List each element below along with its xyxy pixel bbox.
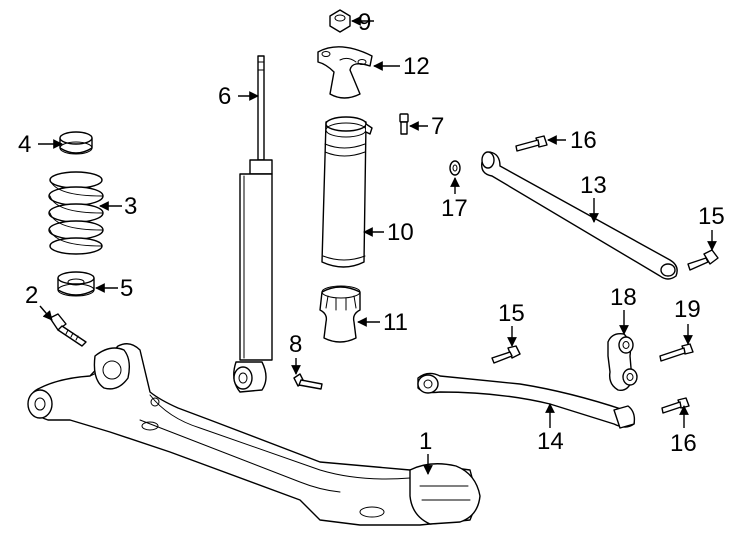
callout-18: 18: [610, 284, 637, 311]
bolt-7: [399, 113, 409, 135]
upper-shock-mount: [317, 46, 373, 99]
callout-15-lower: 15: [498, 300, 525, 327]
callout-5: 5: [120, 275, 133, 302]
bolt-2: [49, 313, 87, 347]
nut-9: [329, 9, 351, 33]
shock-absorber: [233, 55, 273, 393]
control-rod-14: [417, 372, 636, 429]
callout-16-lower: 16: [670, 430, 697, 457]
coil-spring: [48, 171, 104, 255]
leader-lines: [38, 16, 717, 475]
bolt-15-right: [687, 249, 719, 271]
bolt-15-lower: [491, 345, 521, 364]
callout-1: 1: [419, 428, 432, 455]
bolt-16-upper: [515, 135, 548, 152]
callout-3: 3: [124, 193, 137, 220]
control-rod-13: [481, 151, 678, 280]
bushing-link-18: [607, 332, 638, 391]
callout-2: 2: [25, 282, 38, 309]
callout-14: 14: [537, 428, 564, 455]
callout-9: 9: [358, 9, 371, 36]
callout-13: 13: [580, 172, 607, 199]
callout-17: 17: [441, 195, 468, 222]
washer-17: [449, 160, 461, 176]
rear-axle-beam: [27, 343, 481, 526]
callout-7: 7: [431, 113, 444, 140]
jounce-bumper: [319, 285, 361, 343]
upper-spring-insulator: [59, 131, 93, 155]
callout-10: 10: [387, 219, 414, 246]
callout-labels: 1 2 3 4 5 6 7 8 9 10 11 12 13 14 15 15 1…: [18, 9, 725, 457]
callout-19: 19: [674, 296, 701, 323]
callout-12: 12: [403, 53, 430, 80]
callout-16-upper: 16: [570, 127, 597, 154]
callout-8: 8: [289, 331, 302, 358]
bolt-19: [659, 343, 694, 362]
callout-6: 6: [218, 83, 231, 110]
bolt-8: [293, 373, 323, 390]
callout-11: 11: [383, 309, 408, 336]
callout-4: 4: [18, 131, 31, 158]
lower-spring-insulator: [57, 271, 95, 297]
bolt-16-lower: [661, 397, 690, 414]
dust-boot: [321, 116, 373, 268]
callout-15-right: 15: [698, 203, 725, 230]
